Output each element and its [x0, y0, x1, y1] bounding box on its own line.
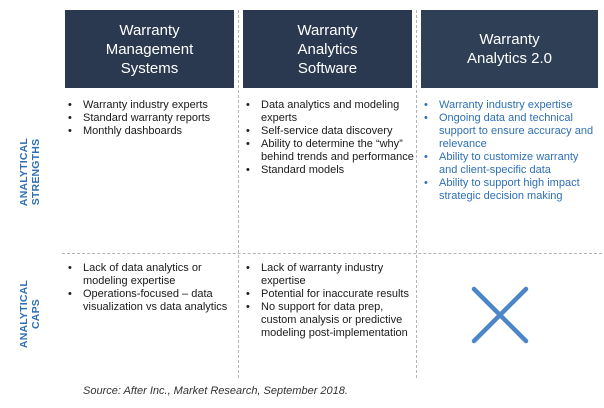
- list-item: Operations-focused – data visualization …: [65, 288, 235, 314]
- x-mark-icon: [471, 286, 529, 344]
- list-item: Monthly dashboards: [65, 125, 235, 138]
- column-header-warranty-analytics-software: Warranty Analytics Software: [243, 10, 412, 88]
- list-item: Potential for inaccurate results: [243, 288, 415, 301]
- list-item: Warranty industry experts: [65, 99, 235, 112]
- list-item: Ability to customize warranty and client…: [421, 151, 597, 177]
- strengths-cell-management: Warranty industry experts Standard warra…: [65, 99, 235, 138]
- list-item: Self-service data discovery: [243, 125, 415, 138]
- row-divider: [62, 253, 602, 254]
- column-divider-1: [238, 10, 239, 378]
- list-item: Ongoing data and technical support to en…: [421, 112, 597, 151]
- list-item: Ability to support high impact strategic…: [421, 177, 597, 203]
- source-note: Source: After Inc., Market Research, Sep…: [83, 385, 348, 397]
- column-header-warranty-management-systems: Warranty Management Systems: [65, 10, 234, 88]
- strengths-cell-analytics-2: Warranty industry expertise Ongoing data…: [421, 99, 597, 203]
- caps-cell-management: Lack of data analytics or modeling exper…: [65, 262, 235, 314]
- row-label-strengths: ANALYTICAL STRENGTHS: [18, 137, 42, 207]
- row-label-caps: ANALYTICAL CAPS: [18, 279, 42, 349]
- row-label-strengths-container: ANALYTICAL STRENGTHS: [0, 92, 60, 252]
- list-item: Ability to determine the “why” behind tr…: [243, 138, 415, 164]
- column-header-warranty-analytics-2: Warranty Analytics 2.0: [421, 10, 598, 88]
- column-divider-2: [416, 10, 417, 378]
- list-item: Warranty industry expertise: [421, 99, 597, 112]
- strengths-cell-analytics-software: Data analytics and modeling experts Self…: [243, 99, 415, 177]
- row-label-caps-container: ANALYTICAL CAPS: [0, 254, 60, 374]
- list-item: Standard warranty reports: [65, 112, 235, 125]
- list-item: Data analytics and modeling experts: [243, 99, 415, 125]
- list-item: Standard models: [243, 164, 415, 177]
- caps-cell-analytics-software: Lack of warranty industry expertise Pote…: [243, 262, 415, 340]
- list-item: Lack of warranty industry expertise: [243, 262, 415, 288]
- list-item: No support for data prep, custom analysi…: [243, 301, 415, 340]
- list-item: Lack of data analytics or modeling exper…: [65, 262, 235, 288]
